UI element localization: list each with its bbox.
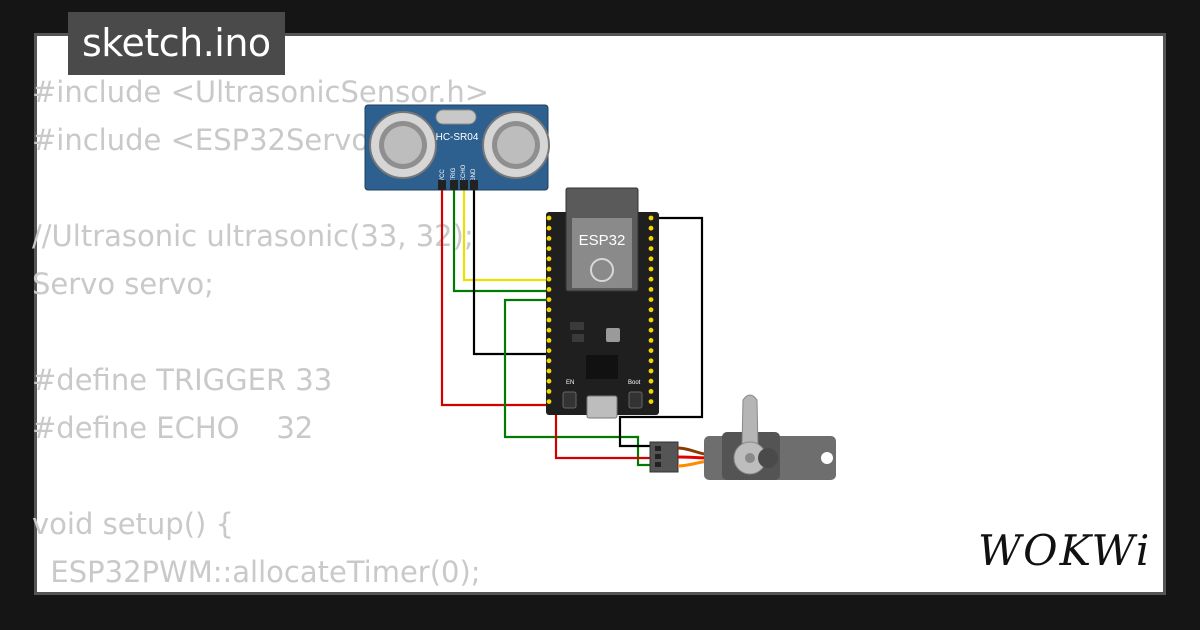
header-pin	[546, 368, 552, 374]
header-pin	[546, 358, 552, 364]
pin-label-vcc: VCC	[440, 169, 446, 182]
wire-gnd	[472, 185, 553, 356]
pin-header-right	[648, 215, 654, 404]
code-line: #define ECHO 32	[32, 411, 314, 445]
servo-motor[interactable]	[649, 394, 836, 480]
header-pin	[648, 399, 654, 404]
header-pin	[648, 338, 654, 343]
code-line: #define TRIGGER 33	[32, 363, 333, 397]
code-line: Servo servo;	[32, 267, 214, 301]
header-pin	[648, 297, 654, 302]
header-pin	[648, 236, 654, 241]
pin-label-trig: TRIG	[451, 167, 457, 182]
header-pin	[546, 287, 552, 292]
servo-connector	[649, 441, 679, 473]
servo-horn	[741, 394, 759, 449]
header-pin	[648, 266, 654, 272]
sensor-model-label: HC-SR04	[436, 132, 479, 143]
header-pin	[546, 338, 552, 343]
wire-servo-signal	[503, 298, 652, 467]
usb-port	[586, 395, 618, 419]
code-line: void setup() {	[32, 507, 234, 541]
header-pin	[546, 327, 552, 333]
wire-vcc	[440, 185, 553, 407]
header-pin	[546, 389, 552, 394]
ultrasonic-sensor[interactable]: HC-SR04 VCC TRIG ECHO GND	[364, 104, 550, 191]
header-pin	[648, 389, 654, 394]
header-pin	[546, 317, 552, 323]
header-pin	[648, 368, 654, 374]
header-pin	[546, 378, 552, 384]
code-line: ESP32PWM::allocateTimer(0);	[32, 555, 481, 589]
wire-trig	[452, 185, 553, 293]
header-pin	[546, 256, 552, 262]
header-pin	[648, 287, 654, 292]
wokwi-logo: WOKWi	[978, 526, 1152, 575]
boot-button[interactable]	[628, 391, 643, 409]
header-pin	[648, 215, 654, 221]
en-button[interactable]	[562, 391, 577, 409]
code-preview: #include <UltrasonicSensor.h>#include <E…	[32, 68, 489, 596]
header-pin	[648, 358, 654, 364]
header-pin	[546, 399, 552, 404]
header-pin	[648, 348, 654, 353]
header-pin	[648, 246, 654, 252]
header-pin	[546, 215, 552, 221]
header-pin	[648, 307, 654, 313]
header-pin	[648, 276, 654, 282]
header-pin	[546, 225, 552, 231]
en-label: EN	[566, 380, 574, 386]
header-pin	[546, 348, 552, 353]
wires	[440, 185, 704, 467]
esp32-board[interactable]: ESP32 EN Boot	[546, 187, 659, 419]
header-pin	[546, 236, 552, 241]
header-pin	[546, 297, 552, 302]
pin-label-gnd: GND	[471, 168, 477, 182]
header-pin	[546, 307, 552, 313]
header-pin	[546, 246, 552, 252]
header-pin	[546, 266, 552, 272]
header-pin	[648, 225, 654, 231]
wire-servo-vcc	[554, 410, 652, 460]
header-pin	[648, 317, 654, 323]
sketch-tab[interactable]: sketch.ino	[68, 12, 285, 75]
code-line: #include <UltrasonicSensor.h>	[32, 75, 490, 109]
header-pin	[648, 378, 654, 384]
pin-header-left	[546, 215, 552, 404]
header-pin	[648, 256, 654, 262]
wire-echo	[462, 185, 553, 282]
board-label: ESP32	[579, 232, 626, 249]
header-pin	[546, 276, 552, 282]
pin-label-echo: ECHO	[461, 164, 467, 182]
boot-label: Boot	[628, 380, 641, 386]
wire-servo-gnd	[618, 216, 704, 448]
espressif-logo-icon	[590, 258, 614, 282]
header-pin	[648, 327, 654, 333]
